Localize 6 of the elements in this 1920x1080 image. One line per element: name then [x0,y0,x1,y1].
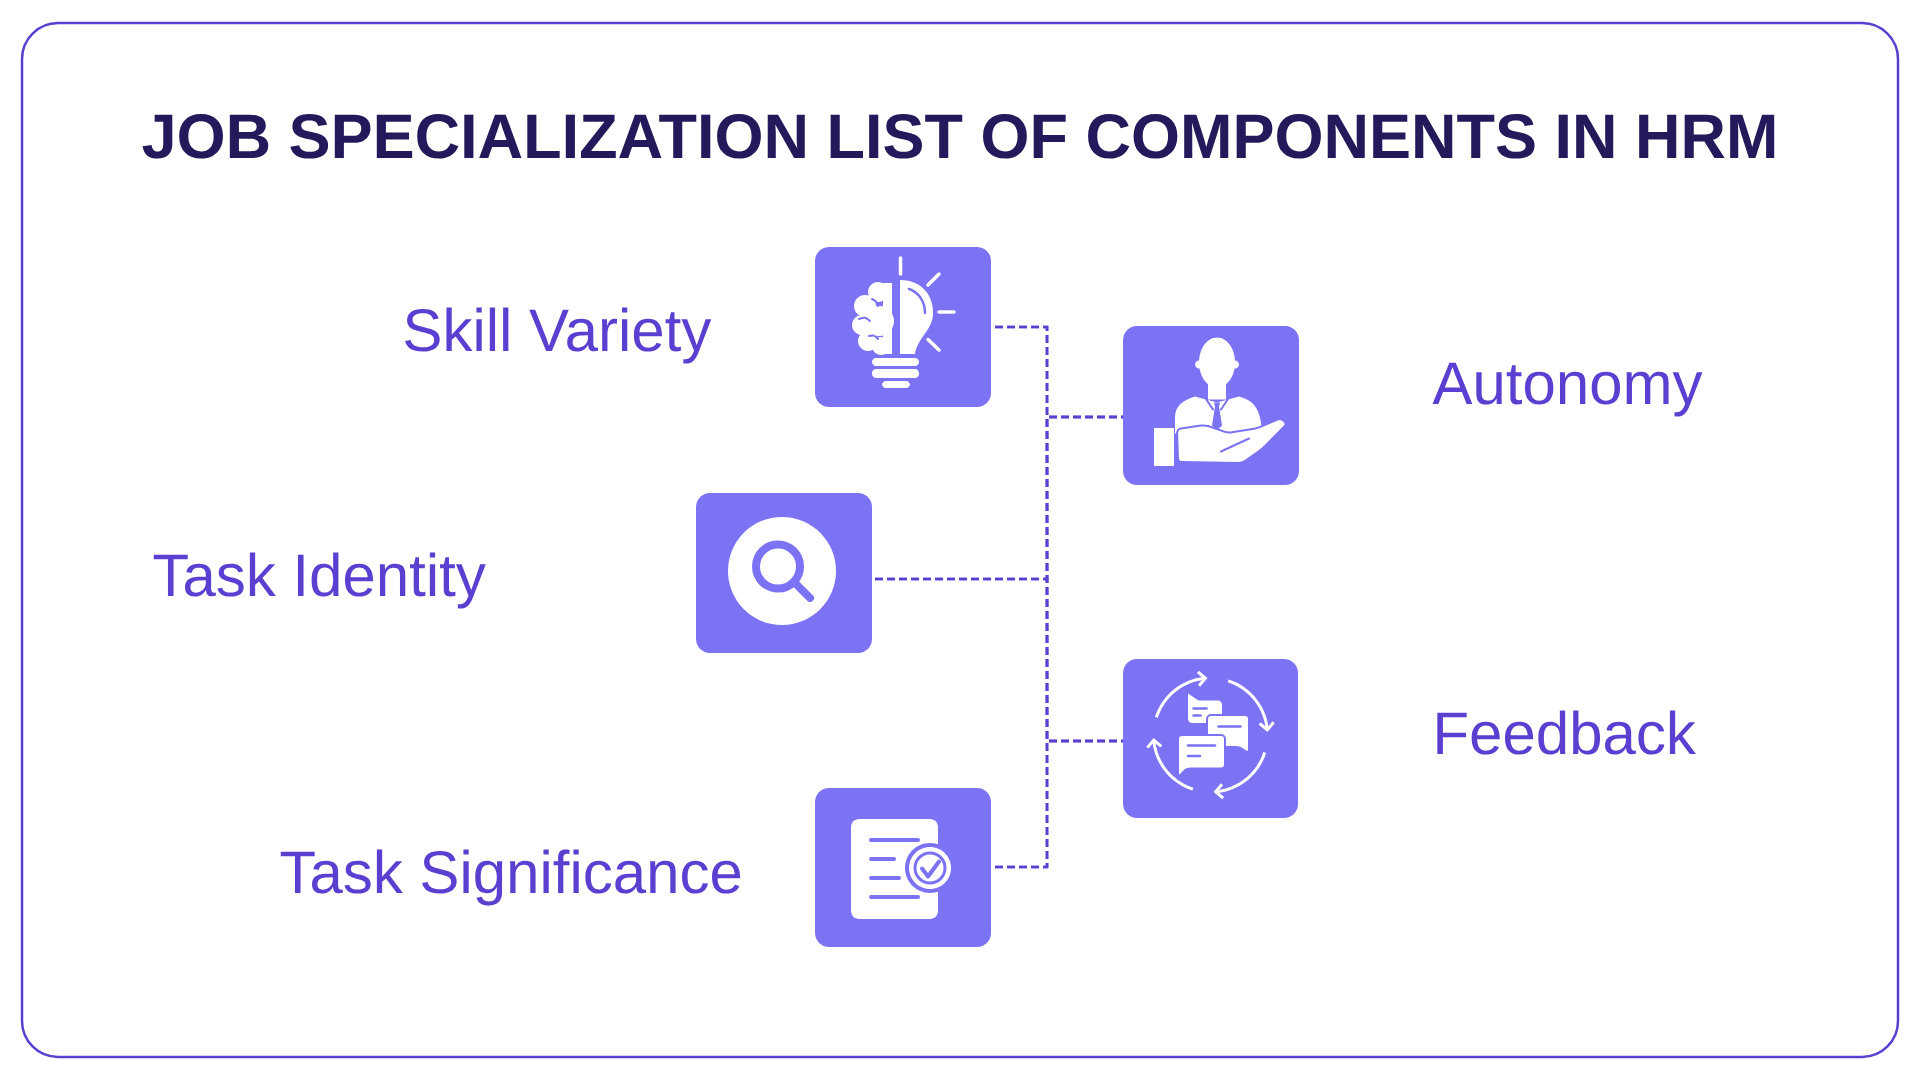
title: JOB SPECIALIZATION LIST OF COMPONENTS IN HRM [142,114,1775,159]
component-label: Feedback [1437,710,1696,755]
component-label: Task Identity [153,552,486,609]
component-label: Skill Variety [405,307,712,364]
component-label: Autonomy [1432,362,1703,417]
component-label: Task Significance [280,849,741,906]
